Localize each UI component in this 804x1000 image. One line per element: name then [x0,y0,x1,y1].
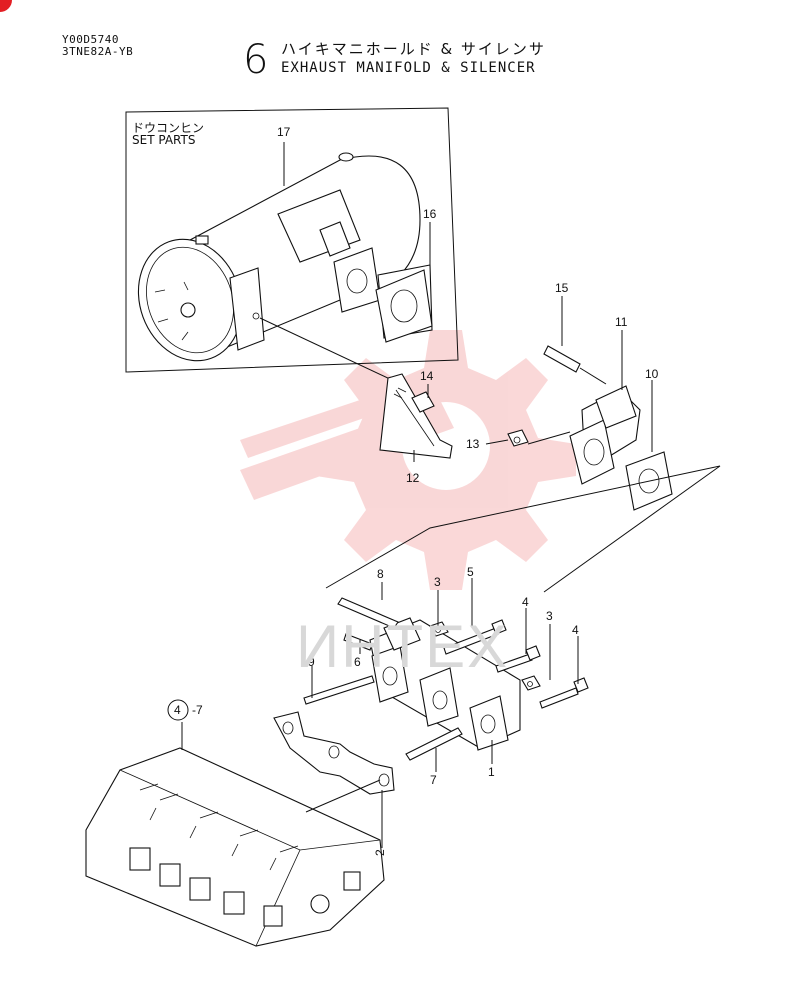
stud-9 [303,675,375,705]
engine-model-code: 3TNE82A-YB [62,45,134,58]
set-parts-label-en: SET PARTS [132,133,196,147]
callout-8: 8 [377,567,384,581]
callout-7: 7 [430,773,437,787]
callout-12: 12 [406,471,420,485]
cylinder-head [85,747,385,947]
callout-9: 9 [308,655,315,669]
bracket [379,373,453,459]
callout-4b: 4 [572,623,579,637]
stud-7 [405,727,463,761]
watermark-gear-logo [240,330,576,590]
callout-4a: 4 [522,595,529,609]
watermark-text: ИНТЕХ [296,613,510,680]
callout-3a: 3 [434,575,441,589]
callout-10: 10 [645,367,659,381]
stud-6 [343,633,373,651]
nut-3b [521,675,541,691]
callout-2: 2 [373,849,387,856]
set-parts-label: ドウコンヒン SET PARTS [132,122,204,146]
bolt-4b [539,677,589,709]
reference-circle-number: 4 [174,703,181,717]
section-number: 6 [243,37,269,83]
stud-15 [543,345,607,385]
set-parts-frame [125,107,459,373]
silencer [137,152,433,362]
callout-11: 11 [615,315,628,329]
callout-13: 13 [466,437,480,451]
catalog-code: Y00D5740 [62,33,119,46]
nut-13 [507,429,571,447]
callout-16: 16 [423,207,437,221]
reference-suffix: -7 [192,703,203,717]
page-title-japanese: ハイキマニホールド & サイレンサ [281,40,546,58]
callout-14: 14 [420,369,434,383]
set-parts-label-jp: ドウコンヒン [132,121,205,135]
leader-lines [181,142,653,848]
callout-5: 5 [467,565,474,579]
callout-1: 1 [488,765,495,779]
callout-17: 17 [277,125,291,139]
exhaust-manifold [369,617,521,751]
callout-15: 15 [555,281,569,295]
callout-3b: 3 [546,609,553,623]
reference-callout: 4 -7 [167,699,203,721]
stud-8 [337,597,399,629]
manifold-gasket-2 [273,711,395,795]
gasket-16 [375,269,433,343]
callout-6: 6 [354,655,361,669]
page-title: EXHAUST MANIFOLD & SILENCER [281,60,536,76]
bolt-5 [443,619,507,655]
bolt-4a [495,645,541,673]
flange-11 [569,385,641,485]
